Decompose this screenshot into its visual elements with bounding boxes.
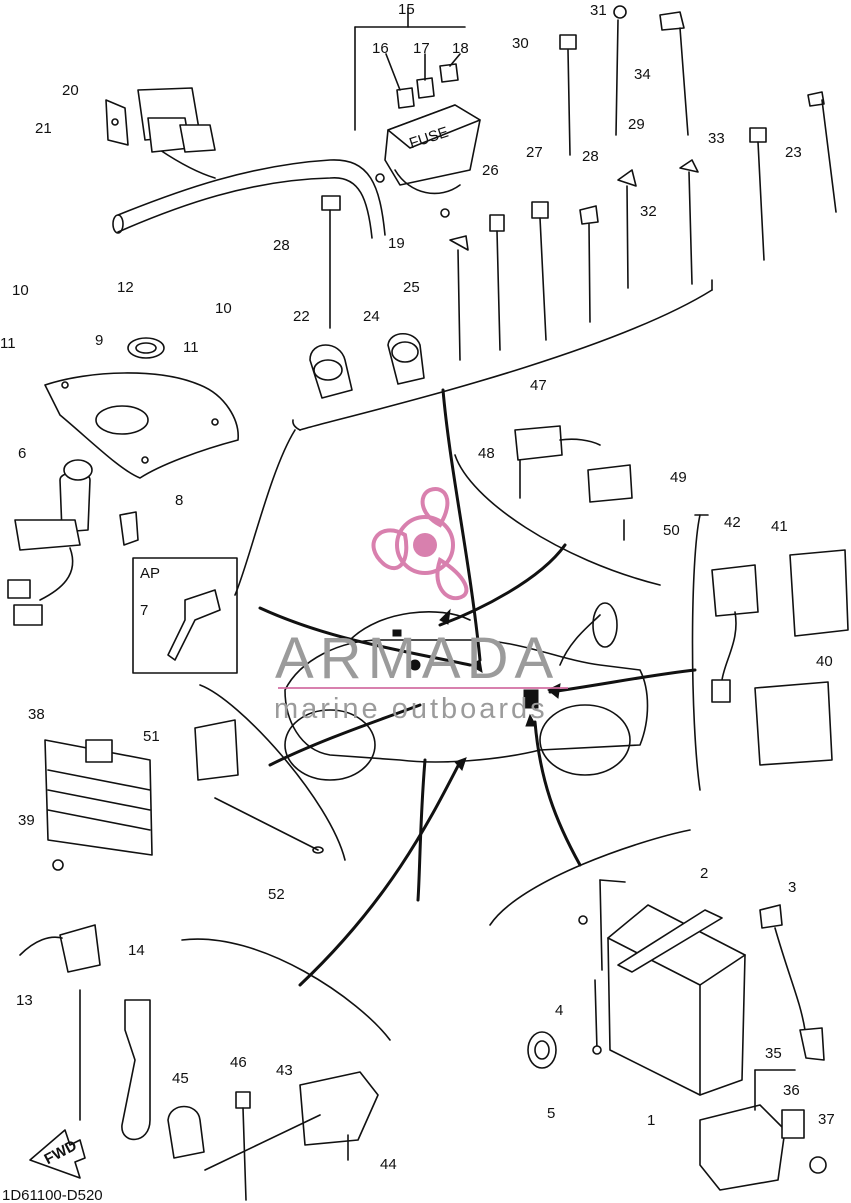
ap-label: AP	[140, 565, 160, 582]
part-label-49: 49	[670, 469, 687, 486]
part-label-11a: 11	[0, 335, 16, 352]
part-label-5: 5	[547, 1105, 555, 1122]
part-label-2: 2	[700, 865, 708, 882]
part-label-51: 51	[143, 728, 160, 745]
rectifier-38	[44, 739, 153, 871]
right-modules-40-41-42	[711, 549, 849, 766]
relay-47-49	[514, 425, 633, 541]
main-switch-6	[7, 459, 139, 626]
part-label-25: 25	[403, 279, 420, 296]
fuse-box-15: FUSE	[375, 63, 481, 218]
group-outlines	[181, 279, 713, 1041]
main-switch-cover-9	[44, 337, 239, 479]
part-label-44: 44	[380, 1156, 397, 1173]
part-label-35: 35	[765, 1045, 782, 1062]
part-label-6: 6	[18, 445, 26, 462]
part-label-41: 41	[771, 518, 788, 535]
part-label-50: 50	[663, 522, 680, 539]
part-label-10a: 10	[12, 282, 29, 299]
part-labels: 1 2 3 4 5 6 7 8 9 10 10 11 11 12 13 14 1…	[0, 1, 835, 1173]
battery-cables-3-4	[592, 904, 825, 1061]
part-label-46: 46	[230, 1054, 247, 1071]
label-leaders	[354, 7, 796, 1111]
watermark-tagline: marine outboards	[274, 693, 548, 725]
part-label-19: 19	[388, 235, 405, 252]
part-label-34: 34	[634, 66, 651, 83]
part-label-26: 26	[482, 162, 499, 179]
part-label-14: 14	[128, 942, 145, 959]
part-label-4: 4	[555, 1002, 563, 1019]
part-label-42: 42	[724, 514, 741, 531]
part-label-47: 47	[530, 377, 547, 394]
part-label-21: 21	[35, 120, 52, 137]
drawing-code: 1D61100-D520	[2, 1187, 103, 1203]
bottom-center-parts	[167, 1071, 379, 1201]
part-label-43: 43	[276, 1062, 293, 1079]
watermark-logo	[278, 487, 568, 689]
part-label-52: 52	[268, 886, 285, 903]
part-label-33: 33	[708, 130, 725, 147]
watermark-brand: ARMADA	[275, 626, 559, 691]
battery-1	[578, 879, 746, 1096]
leader-lines	[258, 388, 697, 987]
part-label-22: 22	[293, 308, 310, 325]
part-label-28a: 28	[273, 237, 290, 254]
part-label-8: 8	[175, 492, 183, 509]
part-label-7: 7	[140, 602, 148, 619]
part-label-24: 24	[363, 308, 380, 325]
wire-harness-main	[112, 149, 386, 239]
part-label-23: 23	[785, 144, 802, 161]
part-label-20: 20	[62, 82, 79, 99]
fwd-arrow: FWD	[29, 1129, 86, 1179]
clamps-22-24	[309, 332, 425, 399]
part-label-39: 39	[18, 812, 35, 829]
starter-relay-35	[699, 1104, 827, 1191]
part-label-38: 38	[28, 706, 45, 723]
part-label-12: 12	[117, 279, 134, 296]
part-label-28b: 28	[582, 148, 599, 165]
atv-silhouette	[284, 602, 649, 781]
part-label-37: 37	[818, 1111, 835, 1128]
part-label-18: 18	[452, 40, 469, 57]
part-label-11b: 11	[183, 339, 199, 356]
component-51-52	[194, 719, 324, 854]
part-label-15: 15	[398, 1, 415, 18]
part-label-3: 3	[788, 879, 796, 896]
switch-13-14	[19, 924, 151, 1141]
part-label-36: 36	[783, 1082, 800, 1099]
part-label-10b: 10	[215, 300, 232, 317]
part-label-30: 30	[512, 35, 529, 52]
part-label-17: 17	[413, 40, 430, 57]
part-label-27: 27	[526, 144, 543, 161]
part-label-45: 45	[172, 1070, 189, 1087]
clamp-5	[527, 1031, 557, 1069]
key-inset-box: AP	[132, 557, 238, 674]
relay-20	[105, 87, 216, 153]
part-label-9: 9	[95, 332, 103, 349]
part-label-48: 48	[478, 445, 495, 462]
part-label-13: 13	[16, 992, 33, 1009]
part-label-29: 29	[628, 116, 645, 133]
part-label-31: 31	[590, 2, 607, 19]
part-label-1: 1	[647, 1112, 655, 1129]
cable-ties-top	[321, 5, 837, 361]
part-label-40: 40	[816, 653, 833, 670]
part-label-32: 32	[640, 203, 657, 220]
part-label-16: 16	[372, 40, 389, 57]
